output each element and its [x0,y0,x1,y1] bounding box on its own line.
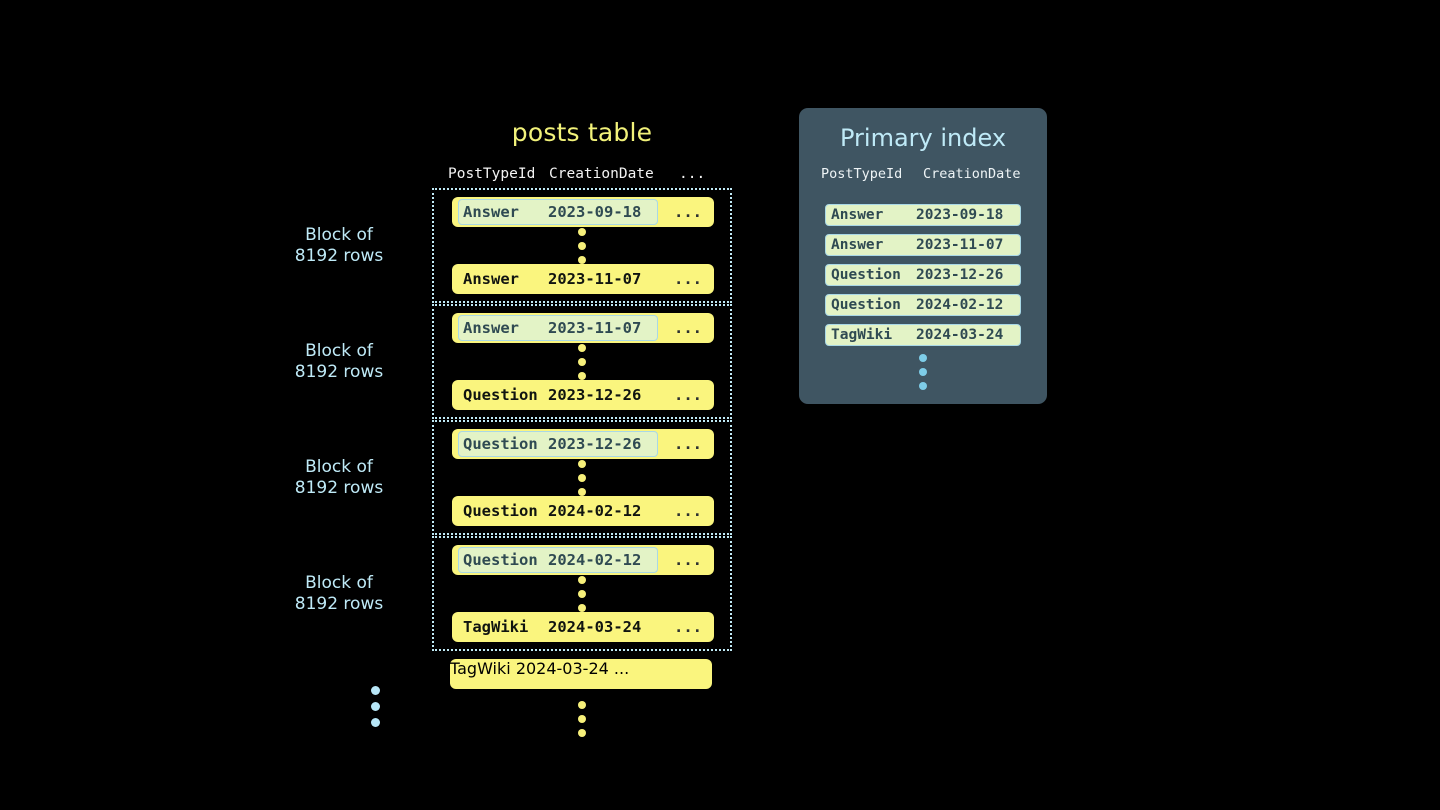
row-creationdate: 2023-12-26 [548,386,642,404]
primary-index-mark-list: Answer 2023-09-18 Answer 2023-11-07 Ques… [825,204,1021,354]
block-2: Block of 8192 rows Answer 2023-11-07 ...… [295,304,732,419]
row-posttypeid: Answer [463,319,519,337]
primary-index-panel: Primary index PostTypeId CreationDate An… [799,108,1047,404]
row-posttypeid: TagWiki [463,618,529,636]
row-creationdate: 2023-12-26 [548,435,642,453]
more-blocks-vertical-ellipsis-icon [371,686,380,727]
row-ellipsis: ... [613,659,630,678]
row-ellipsis: ... [674,502,702,520]
row-posttypeid: Question [463,435,538,453]
index-creationdate: 2023-11-07 [916,237,1004,253]
row-ellipsis: ... [674,618,702,636]
block-3: Block of 8192 rows Question 2023-12-26 .… [295,420,732,535]
block-2-label: Block of 8192 rows [294,340,384,382]
index-mark-row: Question 2024-02-12 [825,294,1021,316]
trailing-row-area: TagWiki 2024-03-24 ... [432,659,732,749]
index-continues-vertical-ellipsis-icon [919,354,927,390]
trailing-row: TagWiki 2024-03-24 ... [450,659,712,689]
index-creationdate: 2023-09-18 [916,207,1004,223]
row-posttypeid: Question [463,551,538,569]
block-1-first-row: Answer 2023-09-18 ... [452,197,714,227]
primary-index-title: Primary index [839,124,1007,152]
index-mark-row: Question 2023-12-26 [825,264,1021,286]
block-1-last-row: Answer 2023-11-07 ... [452,264,714,294]
index-posttypeid: Answer [831,207,884,223]
row-creationdate: 2024-02-12 [548,502,642,520]
block-1-vertical-ellipsis-icon [578,227,586,264]
row-posttypeid: Question [463,502,538,520]
row-creationdate: 2024-03-24 [548,618,642,636]
row-posttypeid: Question [463,386,538,404]
row-ellipsis: ... [674,386,702,404]
index-creationdate: 2024-02-12 [916,297,1004,313]
index-creationdate: 2023-12-26 [916,267,1004,283]
index-mark-row: TagWiki 2024-03-24 [825,324,1021,346]
block-2-vertical-ellipsis-icon [578,343,586,380]
block-3-last-row: Question 2024-02-12 ... [452,496,714,526]
row-creationdate: 2023-11-07 [548,270,642,288]
block-3-vertical-ellipsis-icon [578,459,586,496]
index-posttypeid: Question [831,267,901,283]
row-creationdate: 2024-03-24 [515,659,609,678]
row-posttypeid: TagWiki [450,659,511,678]
index-posttypeid: Answer [831,237,884,253]
block-4-first-row: Question 2024-02-12 ... [452,545,714,575]
row-ellipsis: ... [674,203,702,221]
column-header-posttypeid: PostTypeId [448,166,536,182]
column-header-ellipsis: ... [679,166,706,182]
row-ellipsis: ... [674,551,702,569]
block-4-label: Block of 8192 rows [294,572,384,614]
primary-index-column-headers: PostTypeId CreationDate [799,166,1047,188]
block-2-first-row: Answer 2023-11-07 ... [452,313,714,343]
block-3-label: Block of 8192 rows [294,456,384,498]
table-continues-vertical-ellipsis-icon [578,701,586,737]
block-2-last-row: Question 2023-12-26 ... [452,380,714,410]
row-posttypeid: Answer [463,270,519,288]
column-header-creationdate: CreationDate [549,166,654,182]
index-mark-row: Answer 2023-09-18 [825,204,1021,226]
row-ellipsis: ... [674,435,702,453]
block-1: Block of 8192 rows Answer 2023-09-18 ...… [295,188,732,303]
block-4-vertical-ellipsis-icon [578,575,586,612]
index-mark-row: Answer 2023-11-07 [825,234,1021,256]
index-creationdate: 2024-03-24 [916,327,1004,343]
index-posttypeid: Question [831,297,901,313]
row-ellipsis: ... [674,319,702,337]
row-posttypeid: Answer [463,203,519,221]
block-3-first-row: Question 2023-12-26 ... [452,429,714,459]
row-creationdate: 2024-02-12 [548,551,642,569]
index-column-header-creationdate: CreationDate [923,166,1021,182]
block-1-label: Block of 8192 rows [294,224,384,266]
block-4: Block of 8192 rows Question 2024-02-12 .… [295,536,732,651]
posts-table-title: posts table [511,118,653,147]
row-creationdate: 2023-11-07 [548,319,642,337]
index-column-header-posttypeid: PostTypeId [821,166,903,182]
row-creationdate: 2023-09-18 [548,203,642,221]
posts-table-column-headers: PostTypeId CreationDate ... [432,166,732,188]
index-posttypeid: TagWiki [831,327,893,343]
block-list: Block of 8192 rows Answer 2023-09-18 ...… [295,188,732,749]
row-ellipsis: ... [674,270,702,288]
block-4-last-row: TagWiki 2024-03-24 ... [452,612,714,642]
